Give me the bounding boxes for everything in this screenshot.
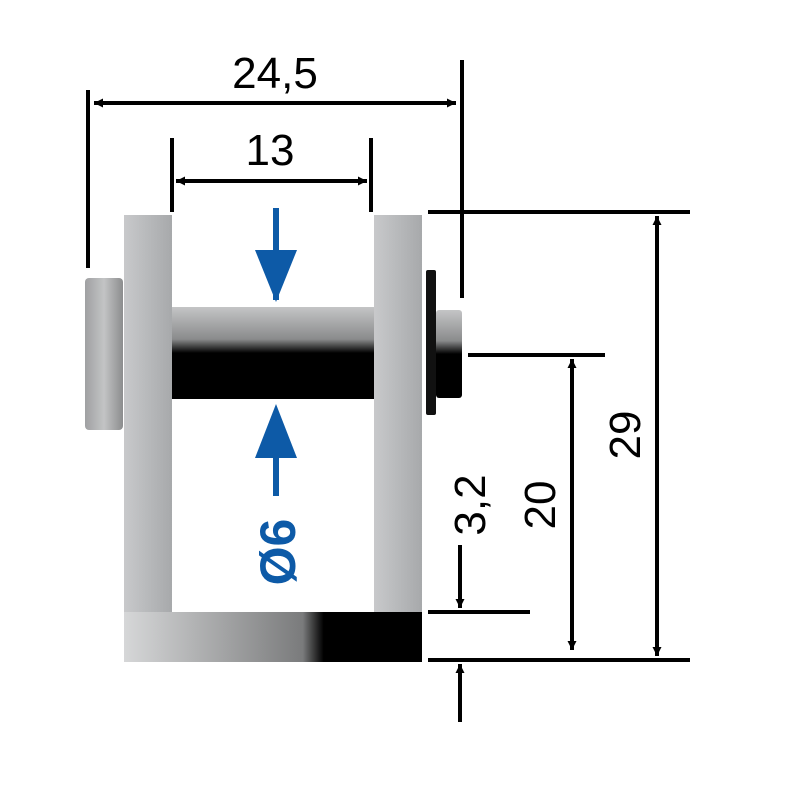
right-plate bbox=[374, 215, 422, 615]
washer bbox=[426, 270, 436, 415]
label-20: 20 bbox=[516, 481, 565, 530]
dimension-lines bbox=[86, 60, 690, 662]
clevis-part bbox=[85, 215, 462, 662]
left-pin-cap bbox=[85, 278, 123, 430]
base-bar bbox=[124, 612, 422, 662]
diameter-arrowhead-down bbox=[255, 250, 297, 302]
label-13: 13 bbox=[246, 126, 295, 175]
label-29: 29 bbox=[601, 411, 650, 460]
left-plate bbox=[124, 215, 172, 615]
pin bbox=[172, 307, 374, 399]
diameter-arrowhead-up bbox=[255, 404, 297, 458]
pin-stub bbox=[436, 310, 462, 398]
label-3-2: 3,2 bbox=[446, 474, 495, 535]
label-diameter-6: Ø6 bbox=[250, 519, 306, 586]
label-24-5: 24,5 bbox=[232, 49, 318, 98]
